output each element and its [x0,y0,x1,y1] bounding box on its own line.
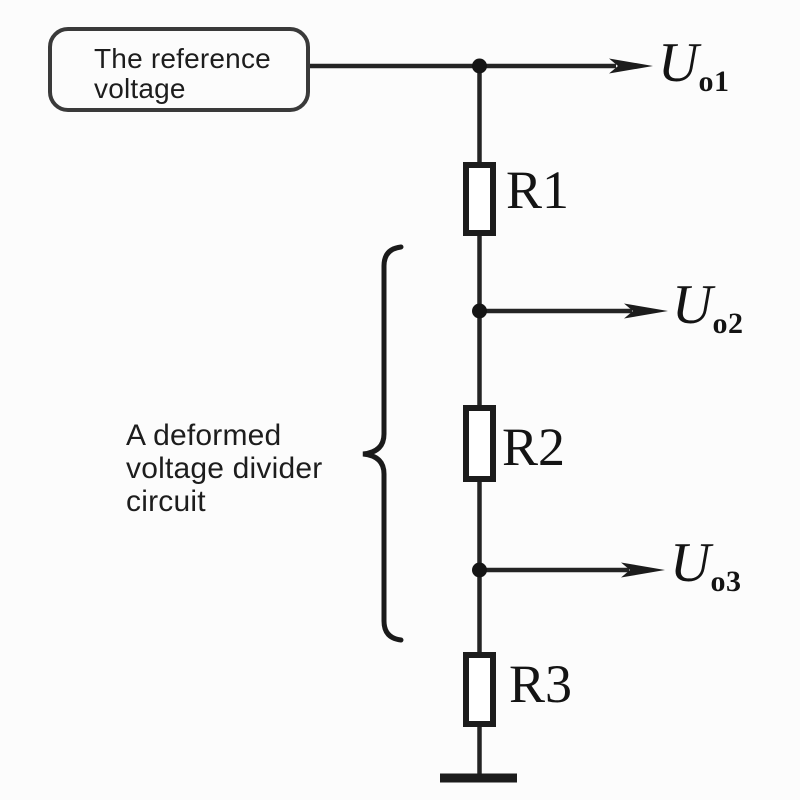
arrowhead-uo3 [621,562,665,578]
output-uo3-label: Uo3 [670,535,741,610]
output-uo1-symbol: U [658,32,699,94]
reference-voltage-box: The reference voltage [48,27,310,112]
junction-dot-uo3 [472,562,487,578]
resistor-r2-body [463,405,496,482]
junction-dot-uo1 [472,58,487,74]
brace-caption-line1: A deformed [126,419,282,452]
resistor-r1-body [463,162,496,236]
reference-voltage-label: The reference voltage [94,43,271,104]
brace-caption-line3: circuit [126,485,206,518]
arrowhead-uo1 [609,58,653,74]
output-uo1-label: Uo1 [658,35,729,110]
resistor-r2-label: R2 [502,417,566,477]
brace [362,244,404,643]
output-uo2-subscript: o2 [712,307,744,340]
arrowhead-uo2 [624,303,668,319]
brace-caption-line2: voltage divider [126,452,323,485]
resistor-r1-label: R1 [506,160,570,220]
output-uo3-symbol: U [670,532,711,594]
resistor-r3-body [463,652,496,727]
output-uo3-subscript: o3 [710,565,742,598]
output-uo2-symbol: U [672,274,713,336]
junction-dot-uo2 [472,303,487,319]
brace-caption: A deformed voltage divider circuit [126,419,322,518]
output-uo2-label: Uo2 [672,277,743,352]
output-uo1-subscript: o1 [698,65,730,98]
resistor-r3-label: R3 [509,654,573,714]
